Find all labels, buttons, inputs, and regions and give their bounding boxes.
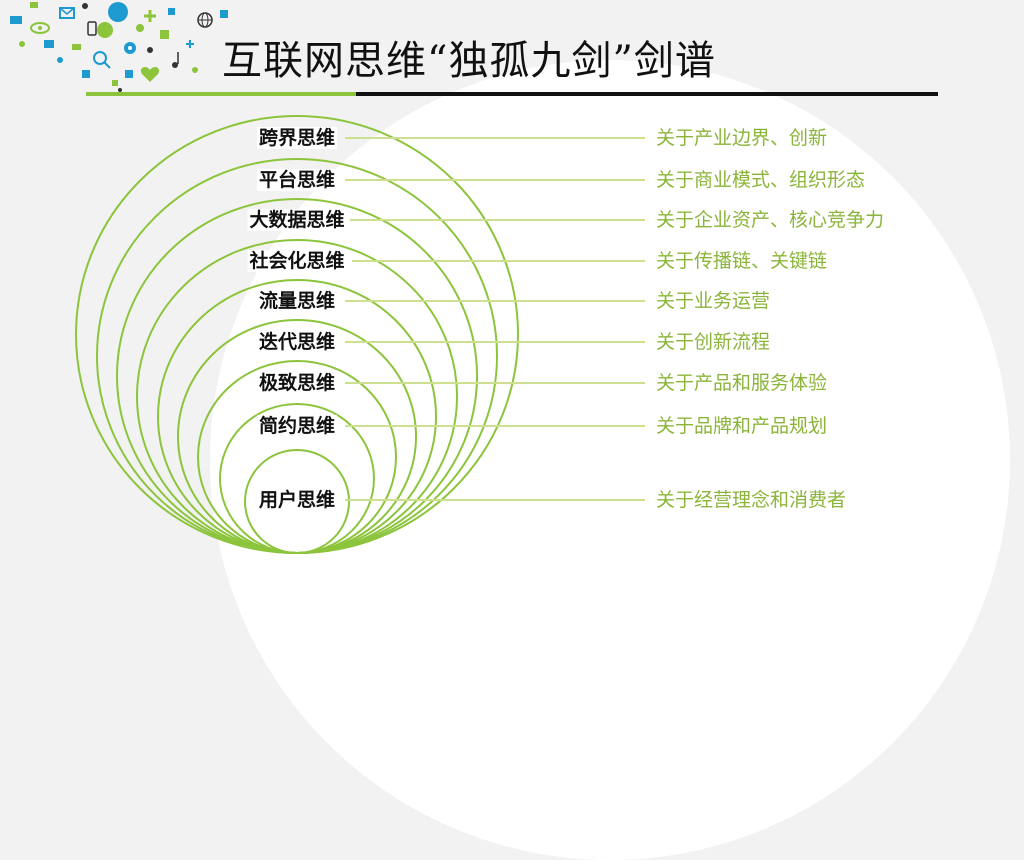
ring-description: 关于经营理念和消费者: [656, 489, 847, 511]
music-note-icon: [172, 52, 179, 68]
ring-label: 大数据思维: [247, 209, 347, 231]
title-underline-accent: [86, 92, 356, 96]
ring-9: [244, 449, 350, 554]
ring-description: 关于产品和服务体验: [656, 372, 828, 394]
ring-label: 简约思维: [256, 415, 338, 437]
ring-label: 迭代思维: [256, 331, 338, 353]
phone-icon: [87, 21, 97, 36]
globe-icon: [197, 12, 213, 28]
ring-label: 平台思维: [256, 169, 338, 191]
mail-icon: [59, 7, 75, 19]
ring-label: 极致思维: [256, 372, 338, 394]
ring-description: 关于传播链、关键链: [656, 250, 828, 272]
chat-bubble-icon: [97, 2, 128, 38]
search-icon: [93, 51, 111, 69]
gear-icon: [124, 42, 136, 54]
eye-icon: [30, 22, 50, 34]
title-underline: [356, 92, 938, 96]
page-title: 互联网思维“独孤九剑”剑谱: [222, 38, 716, 84]
decorative-icon-cluster: [10, 2, 228, 92]
ring-description: 关于商业模式、组织形态: [656, 169, 866, 191]
ring-label: 流量思维: [256, 290, 338, 312]
ring-label: 社会化思维: [247, 250, 347, 272]
nested-rings-diagram: [75, 115, 645, 554]
plus-icon: [144, 10, 194, 48]
heart-icon: [140, 67, 160, 82]
ring-label: 跨界思维: [256, 127, 338, 149]
ring-description: 关于品牌和产品规划: [656, 415, 828, 437]
ring-description: 关于业务运营: [656, 290, 771, 312]
ring-description: 关于产业边界、创新: [656, 127, 828, 149]
ring-label: 用户思维: [256, 489, 338, 511]
ring-description: 关于创新流程: [656, 331, 771, 353]
ring-description: 关于企业资产、核心竞争力: [656, 209, 885, 231]
